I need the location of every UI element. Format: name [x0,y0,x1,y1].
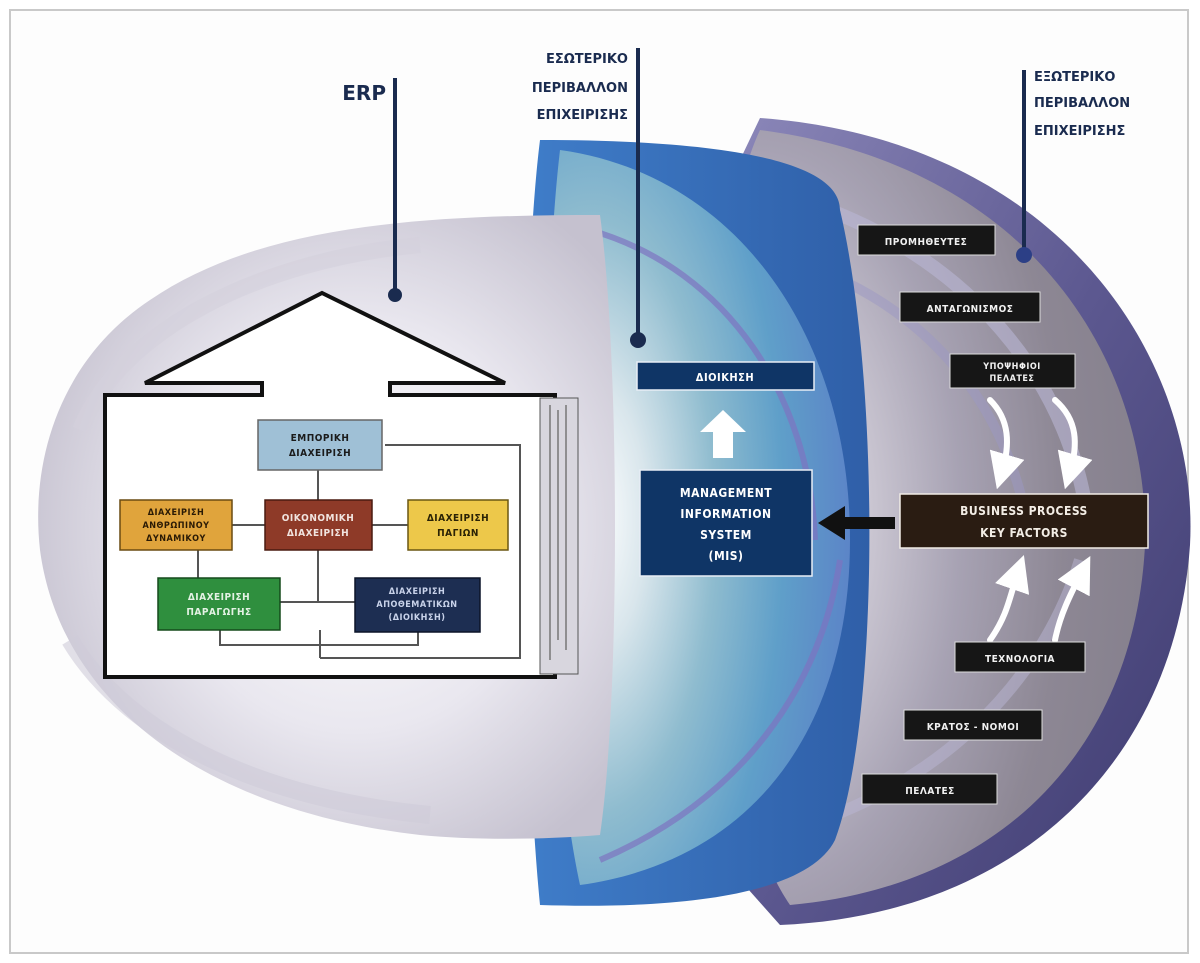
arrow-left-icon [818,506,895,540]
svg-text:ΑΠΟΘΕΜΑΤΙΚΩΝ: ΑΠΟΘΕΜΑΤΙΚΩΝ [376,600,457,610]
erp-side-panel [539,397,579,675]
svg-text:ΟΙΚΟΝΟΜΙΚΗ: ΟΙΚΟΝΟΜΙΚΗ [282,513,355,524]
svg-text:ΔΙΑΧΕΙΡΙΣΗ: ΔΙΑΧΕΙΡΙΣΗ [188,592,250,603]
svg-text:ΔΙΑΧΕΙΡΙΣΗ: ΔΙΑΧΕΙΡΙΣΗ [148,508,205,518]
svg-text:(ΔΙΟΙΚΗΣΗ): (ΔΙΟΙΚΗΣΗ) [389,613,446,623]
factor-state-laws: ΚΡΑΤΟΣ - ΝΟΜΟΙ [903,709,1043,741]
svg-text:ΠΕΛΑΤΕΣ: ΠΕΛΑΤΕΣ [990,374,1035,384]
factor-suppliers: ΠΡΟΜΗΘΕΥΤΕΣ [857,224,996,256]
svg-text:ΔΙΑΧΕΙΡΙΣΗ: ΔΙΑΧΕΙΡΙΣΗ [427,513,489,524]
svg-text:INFORMATION: INFORMATION [680,507,771,521]
factor-potential-customers: ΥΠΟΨΗΦΙΟΙ ΠΕΛΑΤΕΣ [949,353,1076,389]
svg-text:SYSTEM: SYSTEM [700,528,752,542]
module-hr: ΔΙΑΧΕΙΡΙΣΗ ΑΝΘΡΩΠΙΝΟΥ ΔΥΝΑΜΙΚΟΥ [119,499,233,551]
module-financial: ΟΙΚΟΝΟΜΙΚΗ ΔΙΑΧΕΙΡΙΣΗ [264,499,373,551]
factor-customers: ΠΕΛΑΤΕΣ [861,773,998,805]
svg-text:ΔΙΟΙΚΗΣΗ: ΔΙΟΙΚΗΣΗ [696,371,754,384]
svg-text:ΠΕΡΙΒΑΛΛΟΝ: ΠΕΡΙΒΑΛΛΟΝ [532,81,628,96]
svg-text:ΥΠΟΨΗΦΙΟΙ: ΥΠΟΨΗΦΙΟΙ [982,362,1040,372]
erp-callout: ERP [342,78,402,302]
svg-text:ΠΕΛΑΤΕΣ: ΠΕΛΑΤΕΣ [905,786,955,797]
curved-arrow-down-icon [987,397,1025,490]
svg-text:ΕΣΩΤΕΡΙΚΟ: ΕΣΩΤΕΡΙΚΟ [546,52,628,67]
module-production: ΔΙΑΧΕΙΡΙΣΗ ΠΑΡΑΓΩΓΗΣ [157,577,281,631]
svg-text:ΔΙΑΧΕΙΡΙΣΗ: ΔΙΑΧΕΙΡΙΣΗ [389,587,446,597]
svg-text:ΕΜΠΟΡΙΚΗ: ΕΜΠΟΡΙΚΗ [291,433,350,444]
erp-connectors [197,444,521,659]
svg-text:ΔΙΑΧΕΙΡΙΣΗ: ΔΙΑΧΕΙΡΙΣΗ [289,448,351,459]
factor-competition: ΑΝΤΑΓΩΝΙΣΜΟΣ [899,291,1041,323]
svg-text:ΤΕΧΝΟΛΟΓΙΑ: ΤΕΧΝΟΛΟΓΙΑ [985,654,1055,665]
svg-text:ΔΥΝΑΜΙΚΟΥ: ΔΥΝΑΜΙΚΟΥ [146,534,206,544]
svg-text:ΑΝΤΑΓΩΝΙΣΜΟΣ: ΑΝΤΑΓΩΝΙΣΜΟΣ [927,304,1014,315]
module-commercial: ΕΜΠΟΡΙΚΗ ΔΙΑΧΕΙΡΙΣΗ [257,419,383,471]
svg-text:ΠΡΟΜΗΘΕΥΤΕΣ: ΠΡΟΜΗΘΕΥΤΕΣ [885,237,968,248]
erp-label: ERP [342,81,386,105]
svg-text:BUSINESS PROCESS: BUSINESS PROCESS [960,504,1088,518]
svg-text:ΠΑΡΑΓΩΓΗΣ: ΠΑΡΑΓΩΓΗΣ [186,607,251,618]
module-inventory: ΔΙΑΧΕΙΡΙΣΗ ΑΠΟΘΕΜΑΤΙΚΩΝ (ΔΙΟΙΚΗΣΗ) [354,577,481,633]
internal-env-callout: ΕΣΩΤΕΡΙΚΟ ΠΕΡΙΒΑΛΛΟΝ ΕΠΙΧΕΙΡΙΣΗΣ [532,48,646,348]
erp-house: ΕΜΠΟΡΙΚΗ ΔΙΑΧΕΙΡΙΣΗ ΔΙΑΧΕΙΡΙΣΗ ΑΝΘΡΩΠΙΝΟ… [103,290,579,679]
svg-text:(MIS): (MIS) [709,549,744,563]
management-box: ΔΙΟΙΚΗΣΗ [636,361,815,391]
svg-text:ΑΝΘΡΩΠΙΝΟΥ: ΑΝΘΡΩΠΙΝΟΥ [142,521,209,531]
arrow-up-icon [700,410,746,458]
mis-box: MANAGEMENT INFORMATION SYSTEM (MIS) [639,469,813,577]
svg-text:ΕΠΙΧΕΙΡΙΣΗΣ: ΕΠΙΧΕΙΡΙΣΗΣ [537,108,628,123]
svg-text:ΚΡΑΤΟΣ - ΝΟΜΟΙ: ΚΡΑΤΟΣ - ΝΟΜΟΙ [927,722,1020,733]
curved-arrow-down-icon [1052,397,1093,490]
svg-text:MANAGEMENT: MANAGEMENT [680,486,772,500]
svg-text:ΠΑΓΙΩΝ: ΠΑΓΙΩΝ [437,528,479,539]
factor-technology: ΤΕΧΝΟΛΟΓΙΑ [954,641,1086,673]
external-env-callout: ΕΞΩΤΕΡΙΚΟ ΠΕΡΙΒΑΛΛΟΝ ΕΠΙΧΕΙΡΙΣΗΣ [1016,70,1130,263]
curved-arrow-up-icon [987,554,1030,643]
mis-region: ΔΙΟΙΚΗΣΗ MANAGEMENT INFORMATION SYSTEM (… [636,361,895,577]
business-process-box: BUSINESS PROCESS KEY FACTORS [899,493,1149,549]
curved-arrow-up-icon [1052,556,1091,643]
svg-text:KEY FACTORS: KEY FACTORS [980,526,1068,540]
svg-text:ΕΞΩΤΕΡΙΚΟ: ΕΞΩΤΕΡΙΚΟ [1034,70,1115,85]
svg-text:ΠΕΡΙΒΑΛΛΟΝ: ΠΕΡΙΒΑΛΛΟΝ [1034,96,1130,111]
module-fixed-assets: ΔΙΑΧΕΙΡΙΣΗ ΠΑΓΙΩΝ [407,499,509,551]
svg-text:ΔΙΑΧΕΙΡΙΣΗ: ΔΙΑΧΕΙΡΙΣΗ [287,528,349,539]
svg-text:ΕΠΙΧΕΙΡΙΣΗΣ: ΕΠΙΧΕΙΡΙΣΗΣ [1034,124,1125,139]
